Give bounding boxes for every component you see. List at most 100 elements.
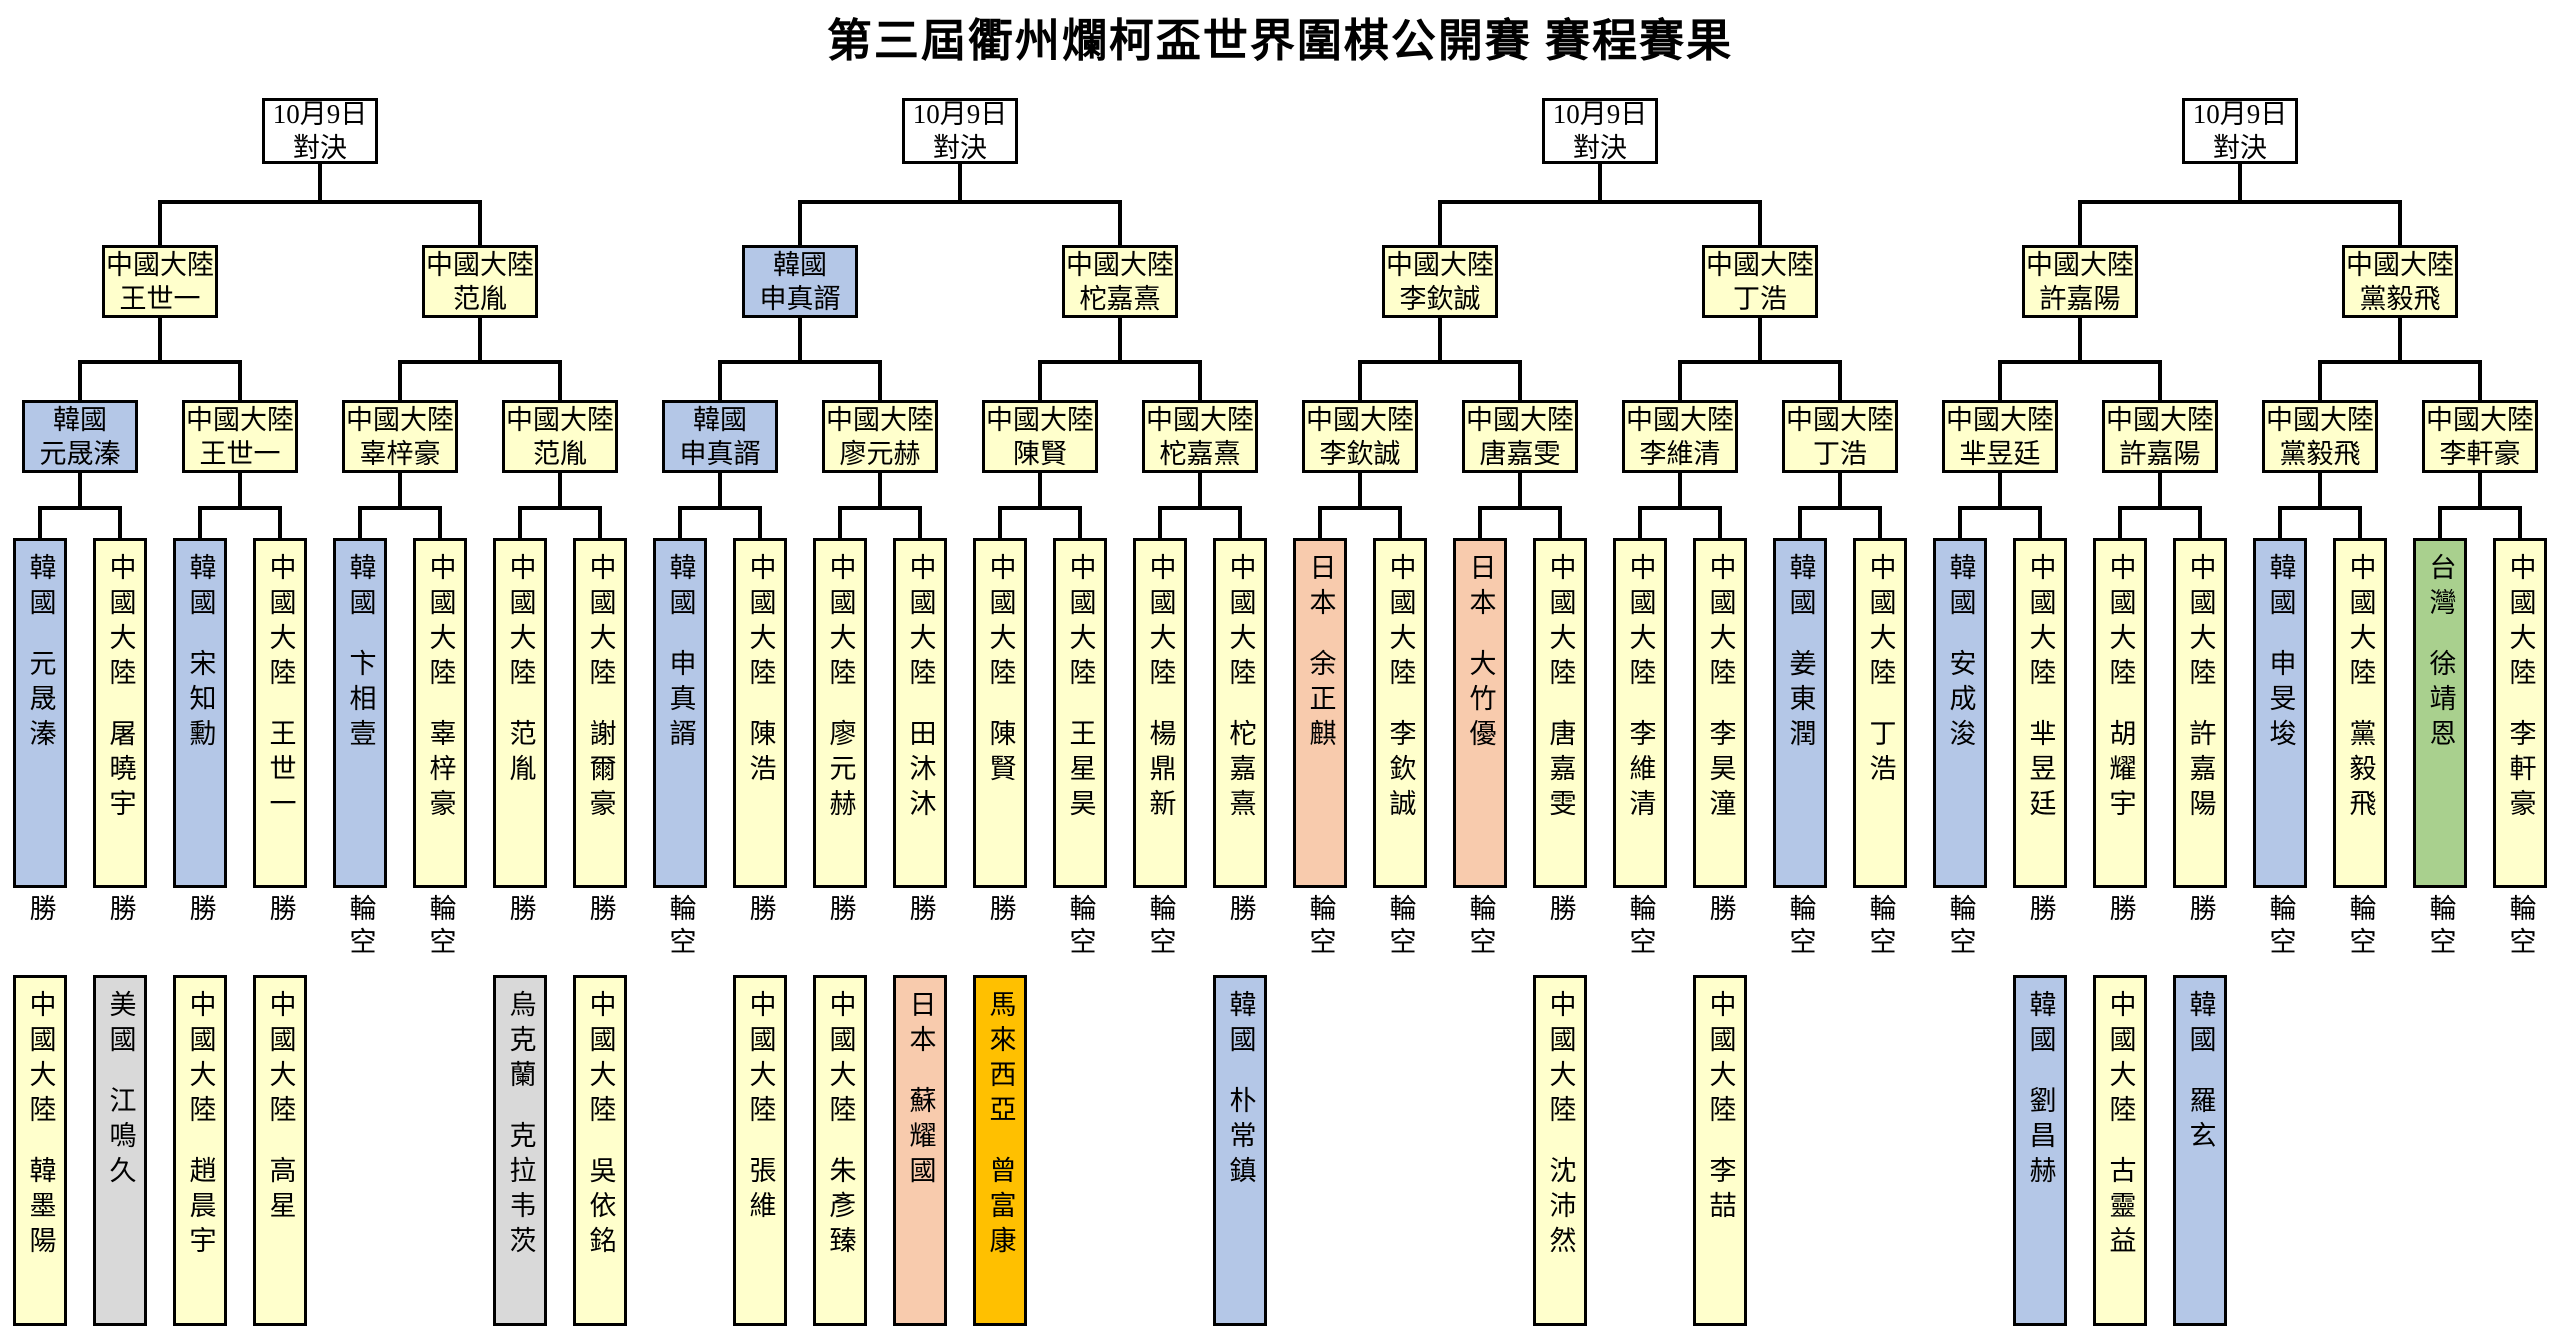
player-name: 高星 xyxy=(265,1156,296,1226)
player-name: 唐嘉雯 xyxy=(1545,719,1576,824)
player-region: 中國大陸 xyxy=(1065,553,1096,693)
connector-line xyxy=(1678,473,1682,510)
date-line1: 10月9日 xyxy=(2192,99,2288,129)
first-round-opponent-box: 中國大陸李喆 xyxy=(1693,975,1747,1326)
first-round-result-label: 輪空 xyxy=(1920,894,2000,972)
first-round-result-label: 輪空 xyxy=(1440,894,1520,972)
player-name: 蘇耀國 xyxy=(905,1086,936,1191)
quarterfinalist-box: 中國大陸李欽誠 xyxy=(1382,245,1498,318)
player-region: 中國大陸 xyxy=(2026,249,2134,280)
player-region: 美國 xyxy=(105,990,136,1060)
connector-line xyxy=(2078,200,2402,204)
first-round-opponent-box: 韓國羅玄 xyxy=(2173,975,2227,1326)
connector-line xyxy=(1478,506,1482,538)
player-region: 中國大陸 xyxy=(1066,249,1174,280)
player-name: 宋知勳 xyxy=(185,649,216,754)
player-region: 中國大陸 xyxy=(186,404,294,435)
player-name: 廖元赫 xyxy=(839,438,921,469)
connector-line xyxy=(838,506,922,510)
date-line2: 對決 xyxy=(933,133,987,163)
result-text: 輪空 xyxy=(1945,894,1976,960)
player-name: 唐嘉雯 xyxy=(1479,438,1561,469)
connector-line xyxy=(1518,360,1522,400)
player-region: 韓國 xyxy=(25,553,56,623)
round32-player-box: 韓國元晟溱 xyxy=(13,538,67,888)
player-name: 丁浩 xyxy=(1865,719,1896,789)
connector-line xyxy=(2318,360,2322,400)
result-text: 勝 xyxy=(505,894,536,927)
round16-winner-box: 中國大陸許嘉陽 xyxy=(2102,400,2218,473)
round32-player-box: 中國大陸王世一 xyxy=(253,538,307,888)
player-name: 辜梓豪 xyxy=(425,719,456,824)
first-round-result-label: 輪空 xyxy=(2400,894,2480,972)
first-round-result-label: 輪空 xyxy=(1600,894,1680,972)
player-name: 丁浩 xyxy=(1813,438,1867,469)
player-region: 中國大陸 xyxy=(1545,990,1576,1130)
round32-player-box: 中國大陸李昊潼 xyxy=(1693,538,1747,888)
result-text: 輪空 xyxy=(1065,894,1096,960)
player-name: 羅玄 xyxy=(2185,1086,2216,1156)
player-region: 韓國 xyxy=(1225,990,1256,1060)
first-round-result-label: 勝 xyxy=(0,894,80,972)
first-round-result-label: 輪空 xyxy=(1840,894,1920,972)
connector-line xyxy=(1038,473,1042,510)
connector-line xyxy=(598,506,602,538)
first-round-opponent-box: 中國大陸沈沛然 xyxy=(1533,975,1587,1326)
result-text: 輪空 xyxy=(1785,894,1816,960)
player-name: 范胤 xyxy=(453,283,507,314)
connector-line xyxy=(1038,360,1042,400)
player-region: 馬來西亞 xyxy=(985,990,1016,1130)
connector-line xyxy=(478,318,482,364)
player-name: 范胤 xyxy=(505,719,536,789)
connector-line xyxy=(798,200,802,245)
quarterfinalist-box: 中國大陸丁浩 xyxy=(1702,245,1818,318)
player-name: 劉昌赫 xyxy=(2025,1086,2056,1191)
connector-line xyxy=(1958,506,1962,538)
player-name: 李軒豪 xyxy=(2439,438,2521,469)
connector-line xyxy=(2478,473,2482,510)
player-region: 中國大陸 xyxy=(826,404,934,435)
connector-line xyxy=(1558,506,1562,538)
connector-line xyxy=(678,506,682,538)
connector-line xyxy=(358,506,442,510)
connector-line xyxy=(1798,506,1882,510)
connector-line xyxy=(1638,506,1722,510)
player-region: 中國大陸 xyxy=(1625,553,1656,693)
result-text: 輪空 xyxy=(665,894,696,960)
connector-line xyxy=(878,473,882,510)
connector-line xyxy=(1358,360,1362,400)
result-text: 輪空 xyxy=(1625,894,1656,960)
date-line1: 10月9日 xyxy=(1552,99,1648,129)
player-region: 中國大陸 xyxy=(585,990,616,1130)
player-name: 李維清 xyxy=(1639,438,1721,469)
player-name: 王世一 xyxy=(199,438,281,469)
player-name: 韓墨陽 xyxy=(25,1156,56,1261)
round16-winner-box: 韓國元晟溱 xyxy=(22,400,138,473)
connector-line xyxy=(38,506,122,510)
player-name: 朴常鎮 xyxy=(1225,1086,1256,1191)
player-region: 日本 xyxy=(905,990,936,1060)
connector-line xyxy=(1518,473,1522,510)
player-region: 中國大陸 xyxy=(2346,249,2454,280)
first-round-opponent-box: 中國大陸高星 xyxy=(253,975,307,1326)
player-name: 陳賢 xyxy=(985,719,1016,789)
player-name: 卞相壹 xyxy=(345,649,376,754)
round32-player-box: 中國大陸廖元赫 xyxy=(813,538,867,888)
round32-player-box: 中國大陸屠曉宇 xyxy=(93,538,147,888)
player-name: 李欽誠 xyxy=(1319,438,1401,469)
connector-line xyxy=(2518,506,2522,538)
player-name: 王世一 xyxy=(265,719,296,824)
connector-line xyxy=(38,506,42,538)
round32-player-box: 韓國姜東潤 xyxy=(1773,538,1827,888)
result-text: 勝 xyxy=(185,894,216,927)
connector-line xyxy=(118,506,122,538)
connector-line xyxy=(398,360,402,400)
connector-line xyxy=(2078,200,2082,245)
result-text: 輪空 xyxy=(2265,894,2296,960)
player-name: 李欽誠 xyxy=(1399,283,1481,314)
player-region: 中國大陸 xyxy=(1306,404,1414,435)
connector-line xyxy=(1598,164,1602,204)
connector-line xyxy=(158,200,482,204)
player-region: 中國大陸 xyxy=(905,553,936,693)
round32-player-box: 中國大陸王星昊 xyxy=(1053,538,1107,888)
